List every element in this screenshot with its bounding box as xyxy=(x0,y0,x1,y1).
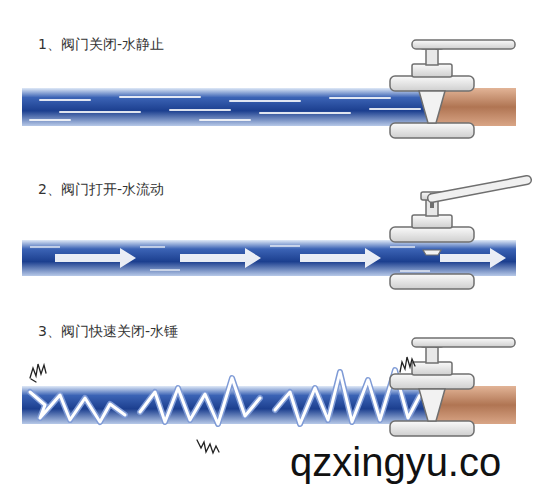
step-label: 2、阀门打开-水流动 xyxy=(38,181,164,198)
watermark: qzxingyu.co xyxy=(290,442,501,482)
step-label: 3、阀门快速关闭-水锤 xyxy=(38,323,178,340)
step-label: 1、阀门关闭-水静止 xyxy=(38,36,164,53)
